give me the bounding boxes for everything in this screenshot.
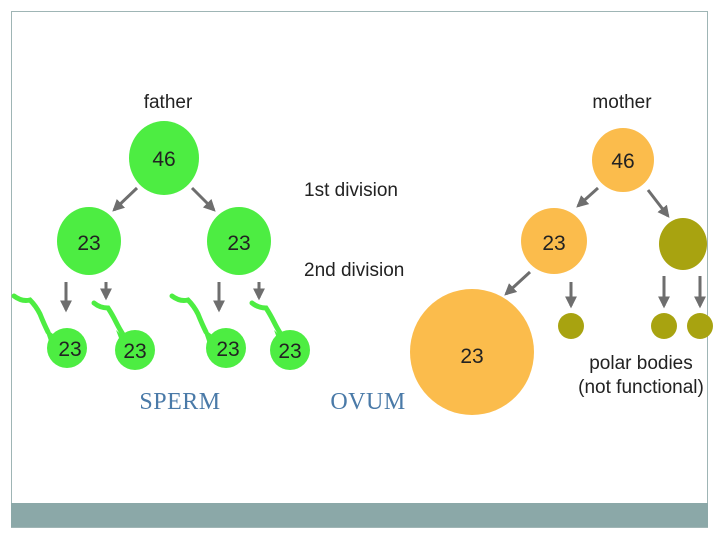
sperm-cell-3: [169, 293, 246, 368]
arrow-mother-left: [576, 186, 600, 208]
arrow-to-ovum: [504, 270, 532, 296]
sperm-2-count: 23: [123, 340, 146, 363]
polar-bodies-label: polar bodies: [589, 353, 693, 374]
mother-daughter-cell: [521, 208, 587, 274]
not-functional-label: (not functional): [578, 377, 704, 398]
sperm-cell-2: [91, 300, 155, 370]
sperm-cell-1: [11, 293, 87, 368]
arrow-mother-right: [646, 189, 670, 218]
mother-cell-count: 46: [611, 150, 634, 173]
father-daughter-cell-1: [57, 207, 121, 275]
father-cell-count: 46: [152, 148, 175, 171]
ovum-cell: [410, 289, 534, 415]
ovum-label: OVUM: [330, 389, 405, 415]
sperm-3-count: 23: [216, 338, 239, 361]
second-division-label: 2nd division: [304, 260, 404, 281]
polar-body-1: [558, 313, 584, 339]
father-daughter-2-count: 23: [227, 232, 250, 255]
father-daughter-1-count: 23: [77, 232, 100, 255]
father-label: father: [144, 92, 193, 113]
arrow-father-left: [112, 186, 139, 212]
polar-body-3: [687, 313, 713, 339]
sperm-1-count: 23: [58, 338, 81, 361]
mother-daughter-count: 23: [542, 232, 565, 255]
arrow-father-right: [190, 186, 216, 212]
mother-cell: [592, 128, 654, 192]
polar-body-2: [651, 313, 677, 339]
first-division-label: 1st division: [304, 180, 398, 201]
mother-label: mother: [592, 92, 652, 113]
first-polar-body: [659, 218, 707, 270]
slide-frame: [11, 11, 708, 528]
sperm-4-count: 23: [278, 340, 301, 363]
father-cell: [129, 121, 199, 195]
father-daughter-cell-2: [207, 207, 271, 275]
footer-bar: [11, 503, 708, 527]
sperm-label: SPERM: [139, 389, 220, 415]
sperm-cell-4: [249, 300, 310, 370]
ovum-count: 23: [460, 345, 483, 368]
